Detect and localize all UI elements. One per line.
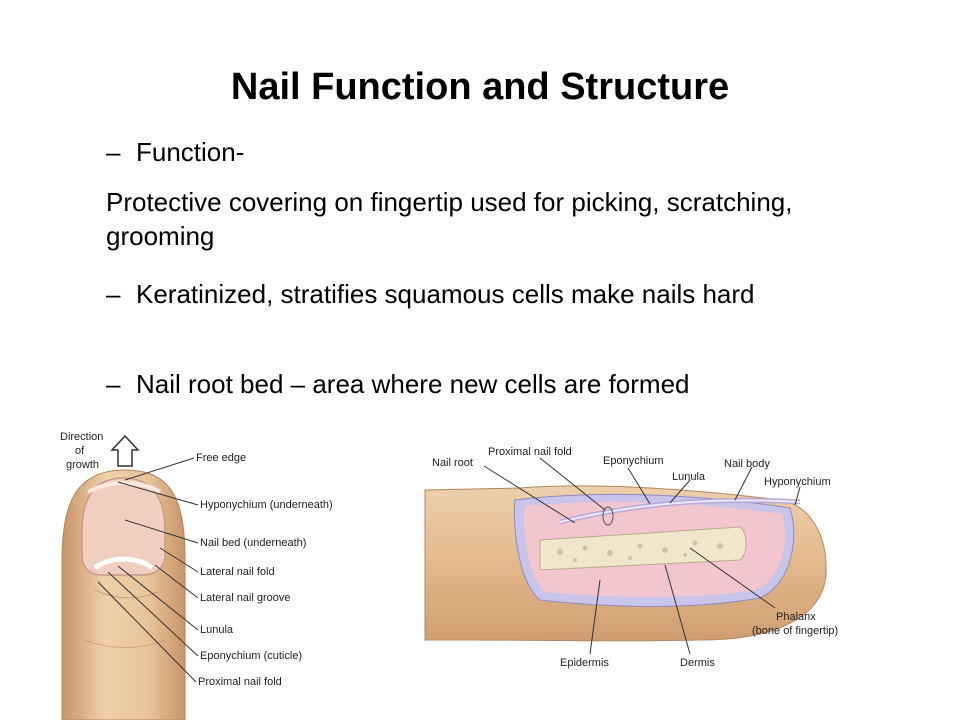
label-lateral-nail-fold: Lateral nail fold [200,566,275,578]
growth-arrow-icon [110,434,140,467]
nail-plate [81,477,166,576]
growth-label-1: Direction [60,431,103,443]
finger-cross-section [424,485,827,642]
label-eponychium-right: Eponychium [603,455,664,467]
bullet-function-description: Protective covering on fingertip used fo… [106,187,793,251]
label-lunula-left: Lunula [200,624,234,636]
label-nail-root: Nail root [432,457,473,469]
label-lunula-right: Lunula [672,471,706,483]
bullet-keratinized: – Keratinized, stratifies squamous cells… [106,279,755,309]
label-phalanx: Phalanx [776,611,816,623]
label-lateral-nail-groove: Lateral nail groove [200,592,291,604]
label-hyponychium-left: Hyponychium (underneath) [200,499,333,511]
label-eponychium-left: Eponychium (cuticle) [200,650,302,662]
right-leader-lines [483,457,801,655]
label-proximal-nail-fold-right: Proximal nail fold [488,446,572,458]
growth-label-2: of [75,445,85,457]
finger-top-view [61,469,186,720]
phalanx-bone [539,526,747,571]
growth-label-3: growth [66,459,99,471]
label-nail-body: Nail body [724,458,770,470]
label-nail-bed: Nail bed (underneath) [200,537,306,549]
label-free-edge: Free edge [196,452,246,464]
left-leader-lines [97,457,199,683]
label-hyponychium-right: Hyponychium [764,476,831,488]
slide-title: Nail Function and Structure [230,66,730,108]
label-epidermis: Epidermis [560,657,609,669]
bullet-nail-root-bed: – Nail root bed – area where new cells a… [106,369,690,399]
label-dermis: Dermis [680,657,715,669]
bullet-function: – Function- [106,137,245,167]
free-edge-shape [87,481,162,494]
lunula-shape [93,556,154,571]
label-phalanx-sub: (bone of fingertip) [752,625,838,637]
label-proximal-nail-fold-left: Proximal nail fold [198,676,282,688]
